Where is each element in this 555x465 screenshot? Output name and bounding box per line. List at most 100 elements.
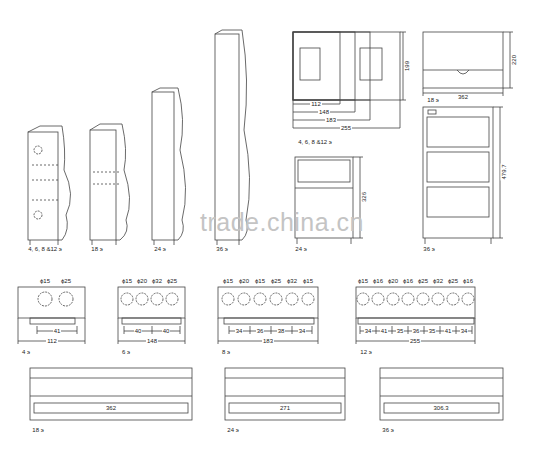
dimension-label: 18 э: [90, 246, 103, 252]
dimension-label: 41: [380, 328, 389, 334]
bottom-views: [286, 293, 298, 305]
front-views: [423, 107, 493, 238]
dimension-label: 36 э: [422, 246, 435, 252]
bottom-views: [222, 293, 234, 305]
bottom-views: [166, 293, 178, 305]
bottom-views: [254, 293, 266, 305]
tall-enclosure-views: [28, 126, 71, 240]
bottom-views: [447, 293, 459, 305]
bottom-views: [136, 293, 148, 305]
hole-diameter: ϕ15: [302, 278, 314, 284]
tall-enclosure-views: [93, 172, 119, 184]
hole-diameter: ϕ25: [166, 278, 178, 284]
dimension-label: 34: [364, 328, 373, 334]
top-views: [380, 368, 503, 420]
top-views: [225, 378, 345, 396]
tall-enclosure-views: [28, 132, 58, 240]
dimension-label: 362: [457, 94, 469, 100]
bottom-views: [356, 318, 475, 344]
dimension-label: 34: [460, 328, 469, 334]
hole-diameter: ϕ16: [402, 278, 414, 284]
dimension-label: 34: [298, 328, 307, 334]
bottom-views: [122, 318, 181, 324]
front-views: [360, 48, 382, 80]
dimension-label: 4, 6, 8 &12 э: [27, 246, 63, 252]
tall-enclosure-views: [34, 211, 42, 219]
dimension-label: 36 э: [215, 246, 228, 252]
bottom-views: [151, 293, 163, 305]
hole-diameter: ϕ25: [60, 278, 72, 284]
tall-enclosure-views: [90, 124, 130, 240]
tall-enclosure-views: [30, 240, 239, 245]
dimension-label: 4, 6, 8 &12 э: [297, 139, 333, 145]
bottom-views: [218, 287, 318, 318]
dimension-label: 148: [146, 338, 158, 344]
dimension-label: 12 э: [359, 349, 372, 355]
tall-enclosure-views: [34, 146, 42, 154]
bottom-views: [30, 318, 75, 324]
hole-diameter: ϕ32: [432, 278, 444, 284]
dimension-label: 326: [361, 191, 367, 203]
bottom-views: [224, 318, 314, 324]
hole-diameter: ϕ20: [238, 278, 250, 284]
tall-enclosure-views: [215, 30, 250, 240]
front-views: [297, 238, 491, 244]
dimension-label: 35: [428, 328, 437, 334]
tall-enclosure-views: [152, 92, 174, 240]
bottom-views: [121, 293, 133, 305]
dimension-label: 24 э: [153, 246, 166, 252]
bottom-views: [18, 318, 85, 344]
hole-diameter: ϕ25: [447, 278, 459, 284]
dimension-label: 18 э: [31, 427, 44, 433]
dimension-label: 479.7: [501, 163, 507, 180]
front-views: [427, 152, 489, 182]
dimension-label: 8 э: [221, 349, 231, 355]
bottom-views: [118, 287, 185, 318]
dimension-label: 306.3: [432, 405, 449, 411]
hole-diameter: ϕ15: [357, 278, 369, 284]
bottom-views: [356, 287, 475, 318]
watermark: trade.china.cn: [199, 210, 365, 235]
dimension-label: 4 э: [21, 349, 31, 355]
dimension-label: 36 э: [381, 427, 394, 433]
top-views: [380, 378, 503, 396]
dimension-label: 41: [444, 328, 453, 334]
dimension-label: 35: [396, 328, 405, 334]
front-views: [300, 48, 320, 80]
bottom-views: [18, 287, 475, 344]
dimension-label: 362: [105, 405, 117, 411]
dimension-label: 40: [134, 328, 143, 334]
dimension-label: 220: [511, 54, 517, 66]
top-views: [30, 368, 503, 420]
tall-enclosure-views: [152, 88, 186, 240]
front-views: [428, 110, 436, 114]
front-views: [423, 70, 503, 74]
front-views: [423, 32, 503, 88]
front-views: [298, 160, 350, 182]
front-views: [423, 32, 513, 96]
top-views: [384, 403, 499, 413]
dimension-label: 36: [412, 328, 421, 334]
bottom-views: [462, 293, 474, 305]
front-views: [293, 32, 400, 100]
hole-diameter: ϕ15: [254, 278, 266, 284]
dimension-label: 112: [46, 338, 58, 344]
dimension-label: 41: [53, 328, 62, 334]
front-views: [293, 32, 340, 100]
bottom-views: [387, 293, 399, 305]
top-views: [30, 368, 192, 420]
dimension-label: 24 э: [294, 246, 307, 252]
bottom-views: [402, 293, 414, 305]
dimension-label: 36: [256, 328, 265, 334]
bottom-views: [270, 293, 282, 305]
bottom-views: [372, 293, 384, 305]
tall-enclosure-views: [90, 130, 116, 240]
hole-diameter: ϕ20: [136, 278, 148, 284]
dimension-label: 183: [325, 117, 337, 123]
front-views: [293, 32, 355, 100]
bottom-views: [118, 318, 185, 344]
top-views: [229, 403, 341, 413]
hole-diameter: ϕ16: [372, 278, 384, 284]
dimension-label: 18 э: [426, 97, 439, 103]
